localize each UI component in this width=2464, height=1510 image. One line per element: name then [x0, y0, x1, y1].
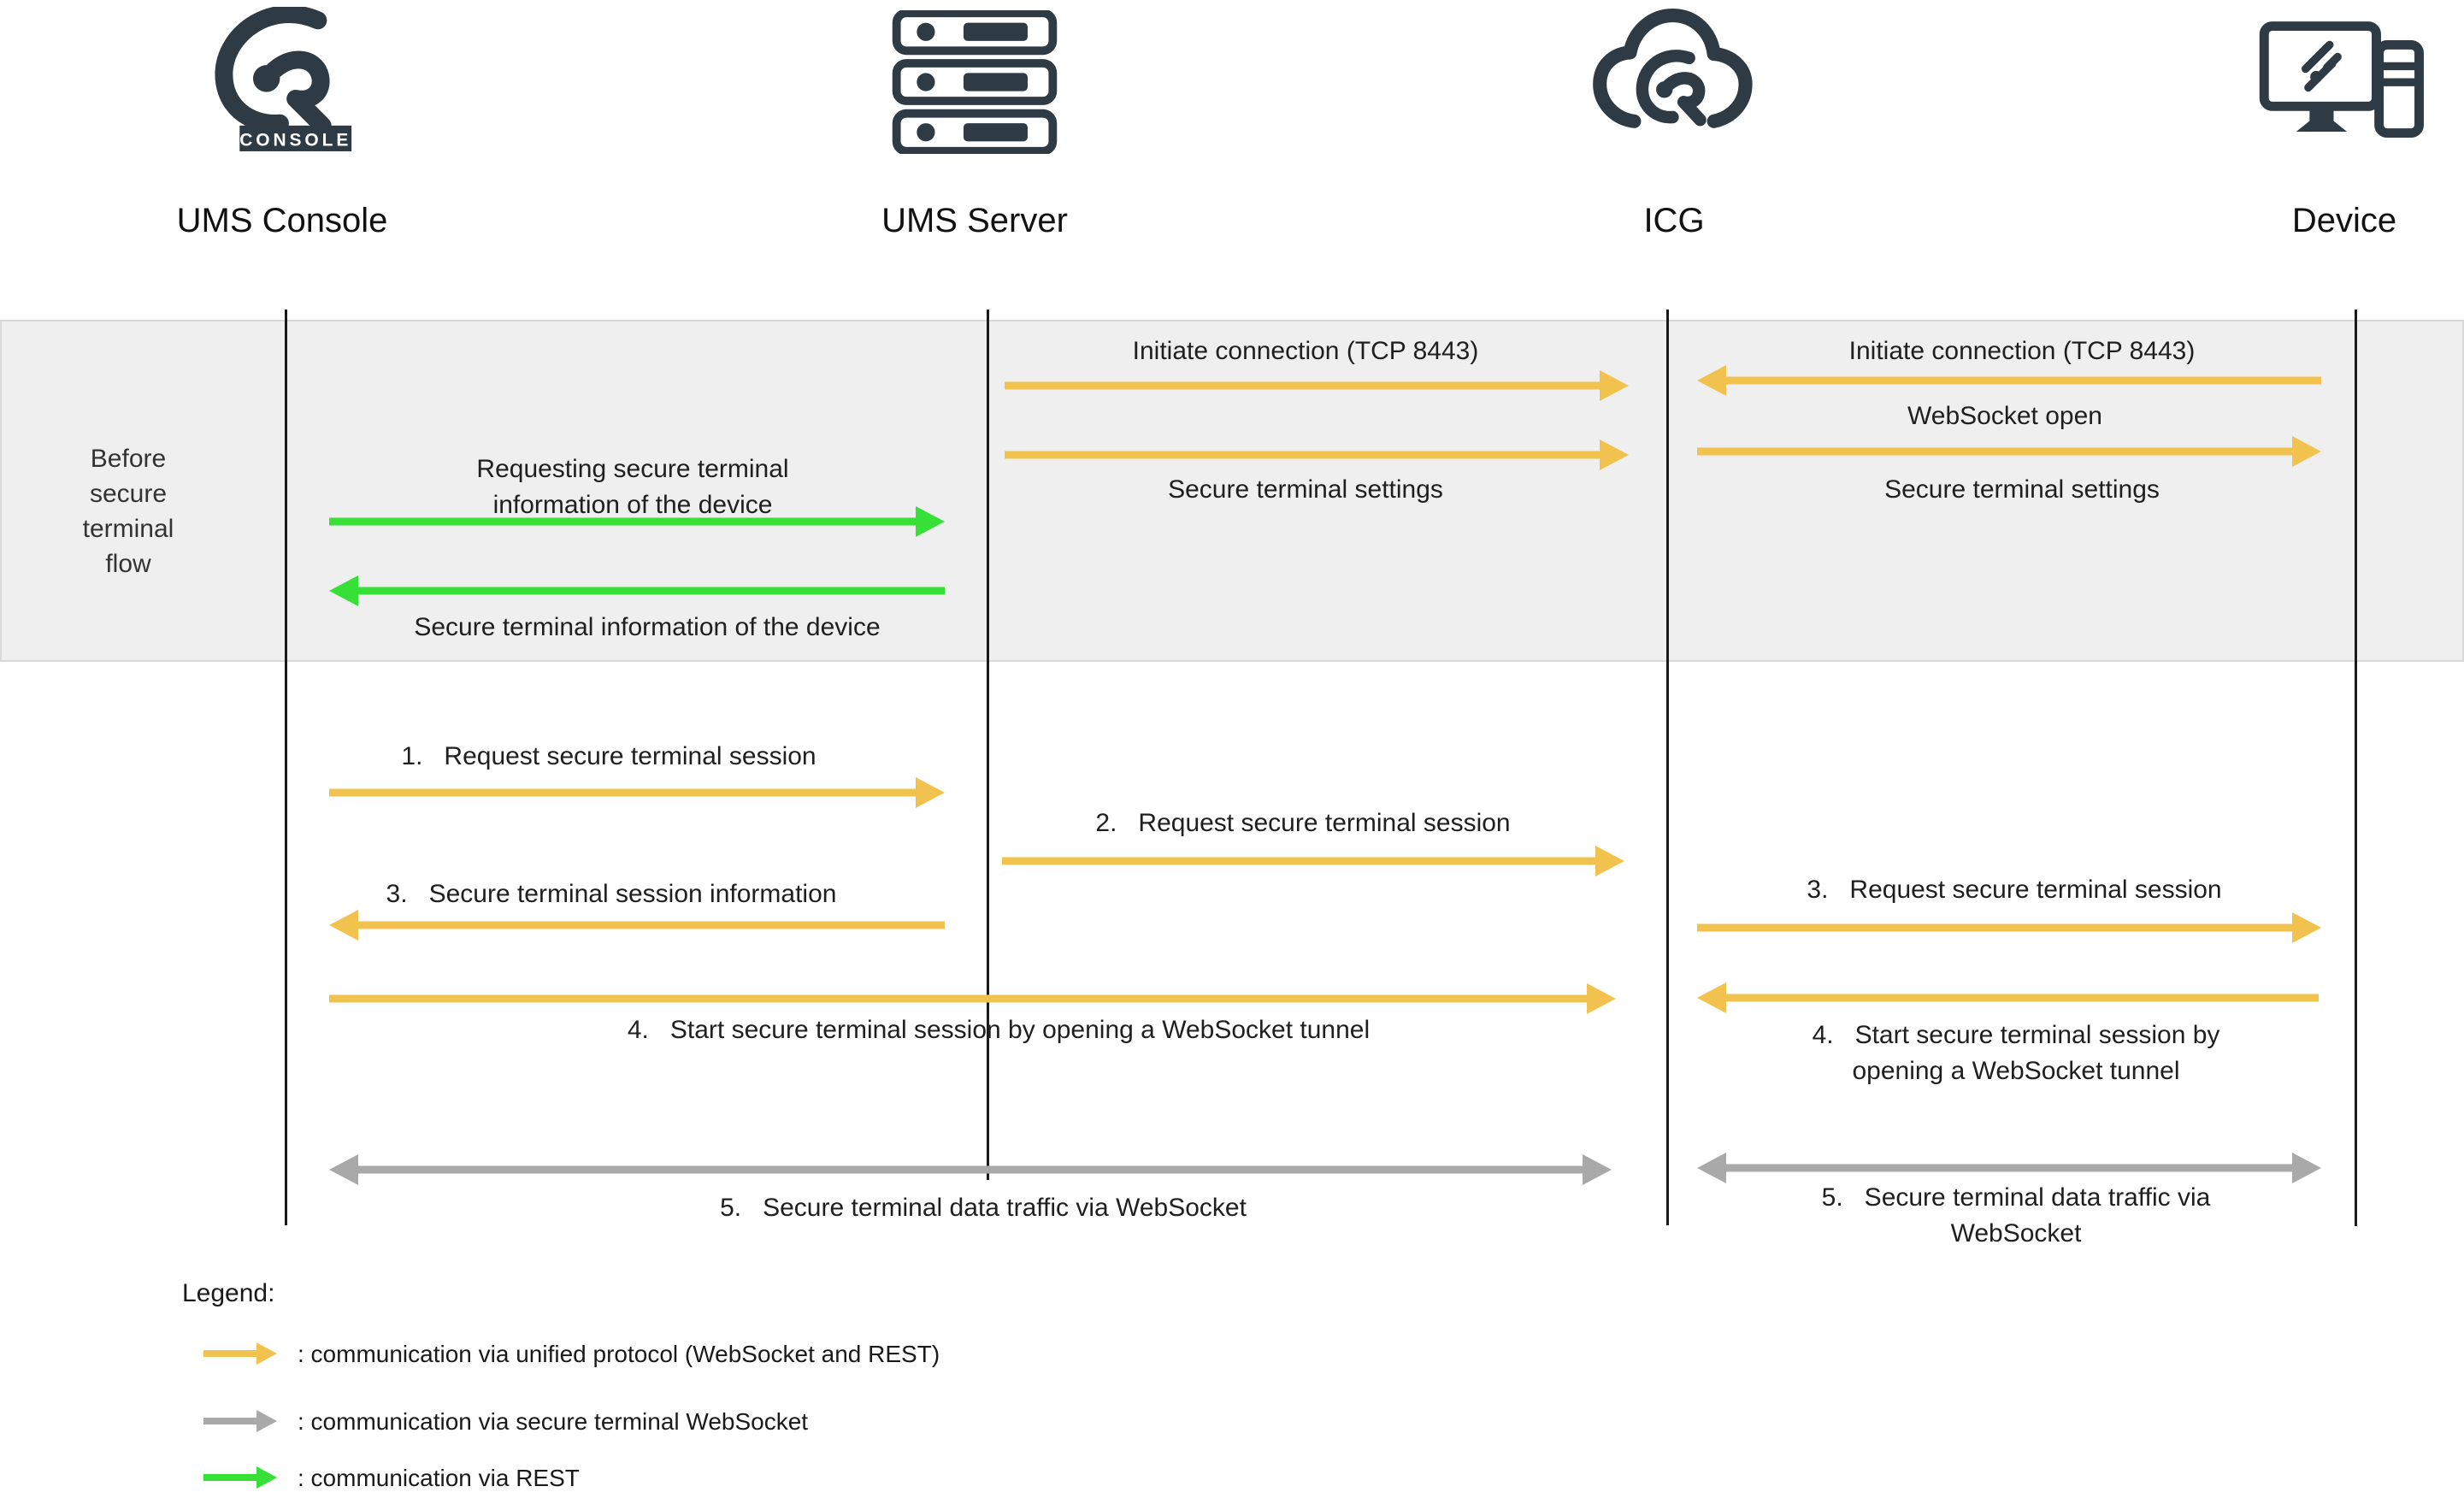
legend-yellow-arrow-icon: [203, 1342, 277, 1365]
arrow-step2-request-session: [1002, 845, 1624, 877]
before-flow-band-label: Before secure terminal flow: [82, 445, 174, 578]
label-secure-terminal-settings-right: Secure terminal settings: [1884, 475, 2160, 504]
legend-label-unified-protocol: : communication via unified protocol (We…: [298, 1341, 940, 1367]
arrow-step5-data-traffic-left: [329, 1153, 1612, 1186]
entity-ums-server: UMS Server: [804, 3, 1146, 260]
entity-device: Device: [2173, 3, 2464, 260]
label-step2-request-session: 2. Request secure terminal session: [1095, 809, 1511, 837]
lifeline-icg: [1666, 310, 1669, 1225]
arrow-websocket-open: [1697, 435, 2321, 468]
arrow-requesting-secure-terminal-info: [329, 505, 945, 538]
legend-gray-arrow-icon: [203, 1410, 277, 1432]
label-step4-start-session-left: 4. Start secure terminal session by open…: [627, 1016, 1371, 1044]
label-step4-start-session-right: 4. Start secure terminal session by open…: [1812, 1021, 2220, 1085]
arrow-step5-data-traffic-right: [1697, 1152, 2321, 1184]
legend-title: Legend:: [182, 1279, 275, 1307]
arrow-step1-request-session: [329, 776, 945, 809]
arrow-initiate-connection-mid: [1005, 369, 1629, 402]
arrow-initiate-connection-right: [1697, 364, 2321, 397]
entity-label-device: Device: [2291, 202, 2397, 239]
ums-server-icon: [892, 10, 1058, 154]
label-step1-request-session: 1. Request secure terminal session: [401, 742, 816, 770]
arrow-step3-session-information: [329, 909, 945, 941]
label-initiate-connection-mid: Initiate connection (TCP 8443): [1132, 337, 1479, 365]
device-icon: [2259, 21, 2424, 139]
label-secure-terminal-settings-mid: Secure terminal settings: [1168, 475, 1443, 504]
arrow-step4-start-session-right: [1697, 982, 2319, 1014]
ums-console-icon: CONSOLE: [215, 7, 352, 151]
entity-icg: ICG: [1503, 3, 1845, 260]
label-step3-session-information: 3. Secure terminal session information: [386, 880, 837, 908]
legend-label-rest: : communication via REST: [298, 1465, 580, 1491]
label-step5-data-traffic-right: 5. Secure terminal data traffic via WebS…: [1821, 1183, 2211, 1248]
lifeline-ums-console: [285, 310, 287, 1225]
console-badge-text: CONSOLE: [239, 130, 351, 150]
label-secure-terminal-info-of-device: Secure terminal information of the devic…: [414, 613, 881, 641]
icg-cloud-icon: [1593, 9, 1753, 128]
lifeline-device: [2355, 310, 2357, 1226]
arrow-step4-start-session-left: [329, 982, 1616, 1015]
label-requesting-secure-terminal-info: Requesting secure terminal information o…: [476, 455, 789, 519]
arrow-step3-request-session-right: [1697, 911, 2321, 944]
arrow-secure-terminal-info-of-device: [329, 575, 945, 607]
label-step5-data-traffic-left: 5. Secure terminal data traffic via WebS…: [720, 1194, 1247, 1222]
label-step3-request-session-right: 3. Request secure terminal session: [1807, 876, 2222, 904]
label-initiate-connection-right: Initiate connection (TCP 8443): [1848, 337, 2196, 365]
lifeline-ums-server: [987, 310, 989, 1180]
entity-label-icg: ICG: [1643, 202, 1705, 239]
legend-green-arrow-icon: [203, 1466, 277, 1489]
entity-ums-console: CONSOLE UMS Console: [111, 3, 453, 260]
arrow-secure-terminal-settings-mid: [1005, 439, 1629, 471]
entity-label-ums-server: UMS Server: [881, 202, 1068, 239]
legend-label-secure-terminal-websocket: : communication via secure terminal WebS…: [298, 1408, 809, 1435]
label-websocket-open: WebSocket open: [1907, 402, 2102, 430]
entity-label-ums-console: UMS Console: [176, 202, 388, 239]
